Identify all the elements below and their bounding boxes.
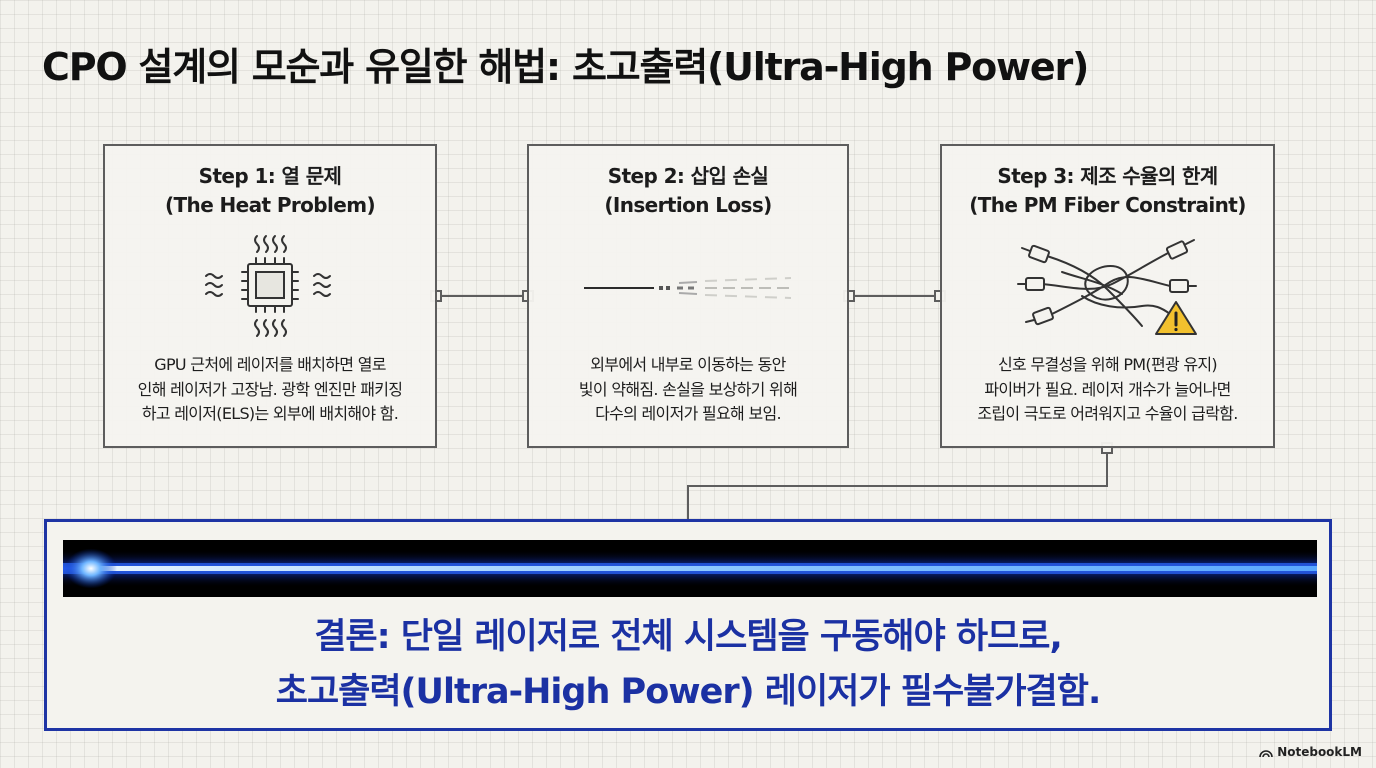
step-1-title: Step 1: 열 문제 (The Heat Problem) bbox=[105, 162, 435, 220]
step-2-title-line2: (Insertion Loss) bbox=[604, 193, 772, 217]
step-1-title-line1: Step 1: 열 문제 bbox=[198, 164, 342, 188]
notebooklm-logo-icon bbox=[1259, 749, 1273, 757]
fading-beam-icon bbox=[529, 234, 847, 344]
watermark-label: NotebookLM bbox=[1277, 745, 1362, 759]
step-1-title-line2: (The Heat Problem) bbox=[164, 193, 376, 217]
step-2-card: Step 2: 삽입 손실 (Insertion Loss) 외부에서 내부로 … bbox=[527, 144, 849, 448]
step-3-title-line1: Step 3: 제조 수율의 한계 bbox=[997, 164, 1218, 188]
step-2-description: 외부에서 내부로 이동하는 동안 빛이 약해짐. 손실을 보상하기 위해 다수의… bbox=[578, 355, 798, 423]
tangled-fiber-warning-icon bbox=[942, 234, 1273, 344]
step-3-title: Step 3: 제조 수율의 한계 (The PM Fiber Constrai… bbox=[942, 162, 1273, 220]
page-title: CPO 설계의 모순과 유일한 해법: 초고출력(Ultra-High Powe… bbox=[42, 45, 1089, 89]
conclusion-text: 결론: 단일 레이저로 전체 시스템을 구동해야 하므로, 초고출력(Ultra… bbox=[47, 610, 1329, 720]
step-1-description: GPU 근처에 레이저를 배치하면 열로 인해 레이저가 고장남. 광학 엔진만… bbox=[137, 355, 403, 423]
step-3-card: Step 3: 제조 수율의 한계 (The PM Fiber Constrai… bbox=[940, 144, 1275, 448]
step-3-description: 신호 무결성을 위해 PM(편광 유지) 파이버가 필요. 레이저 개수가 늘어… bbox=[977, 355, 1238, 423]
conclusion-line1: 결론: 단일 레이저로 전체 시스템을 구동해야 하므로, bbox=[314, 617, 1063, 657]
conclusion-box: 결론: 단일 레이저로 전체 시스템을 구동해야 하므로, 초고출력(Ultra… bbox=[44, 519, 1332, 731]
step-3-title-line2: (The PM Fiber Constraint) bbox=[969, 193, 1246, 217]
step-2-title: Step 2: 삽입 손실 (Insertion Loss) bbox=[529, 162, 847, 220]
notebooklm-watermark: NotebookLM bbox=[1259, 745, 1362, 759]
chip-heat-icon bbox=[105, 234, 435, 344]
conclusion-line2: 초고출력(Ultra-High Power) 레이저가 필수불가결함. bbox=[275, 672, 1102, 712]
step-1-card: Step 1: 열 문제 (The Heat Problem) bbox=[103, 144, 437, 448]
laser-beam-image bbox=[63, 540, 1317, 597]
step-2-title-line1: Step 2: 삽입 손실 bbox=[607, 164, 769, 188]
